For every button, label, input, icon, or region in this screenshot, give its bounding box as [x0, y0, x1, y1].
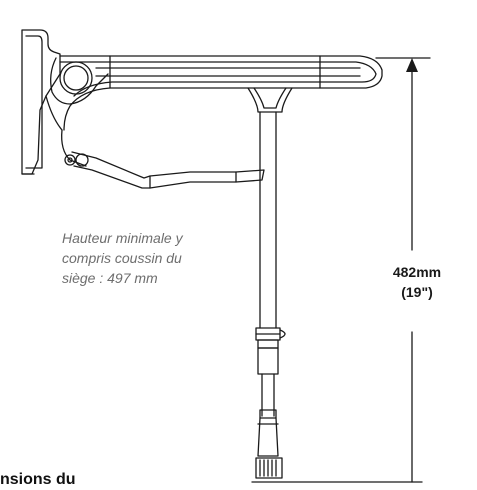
foot-cap: [255, 457, 283, 479]
section-heading: nsions du: [0, 471, 76, 488]
minimum-height-note: Hauteur minimale y compris coussin du si…: [62, 228, 242, 288]
dimension-label: 482mm (19"): [372, 262, 462, 302]
note-line-3: siège : 497 mm: [62, 270, 158, 286]
note-line-1: Hauteur minimale y: [62, 230, 183, 246]
leg-yoke: [247, 87, 293, 113]
dimension-metric: 482mm: [392, 264, 442, 280]
note-line-2: compris coussin du: [62, 250, 182, 266]
wall-bracket: [21, 29, 61, 175]
leg-extension: [257, 347, 279, 457]
support-arm: [71, 151, 265, 189]
dimension-imperial: (19"): [401, 284, 433, 300]
hinge-housing: [45, 57, 109, 167]
height-adjust-collar: [255, 327, 286, 349]
leg-tube: [259, 111, 277, 329]
seat-top: [59, 55, 383, 131]
dimension-line: [375, 57, 431, 483]
